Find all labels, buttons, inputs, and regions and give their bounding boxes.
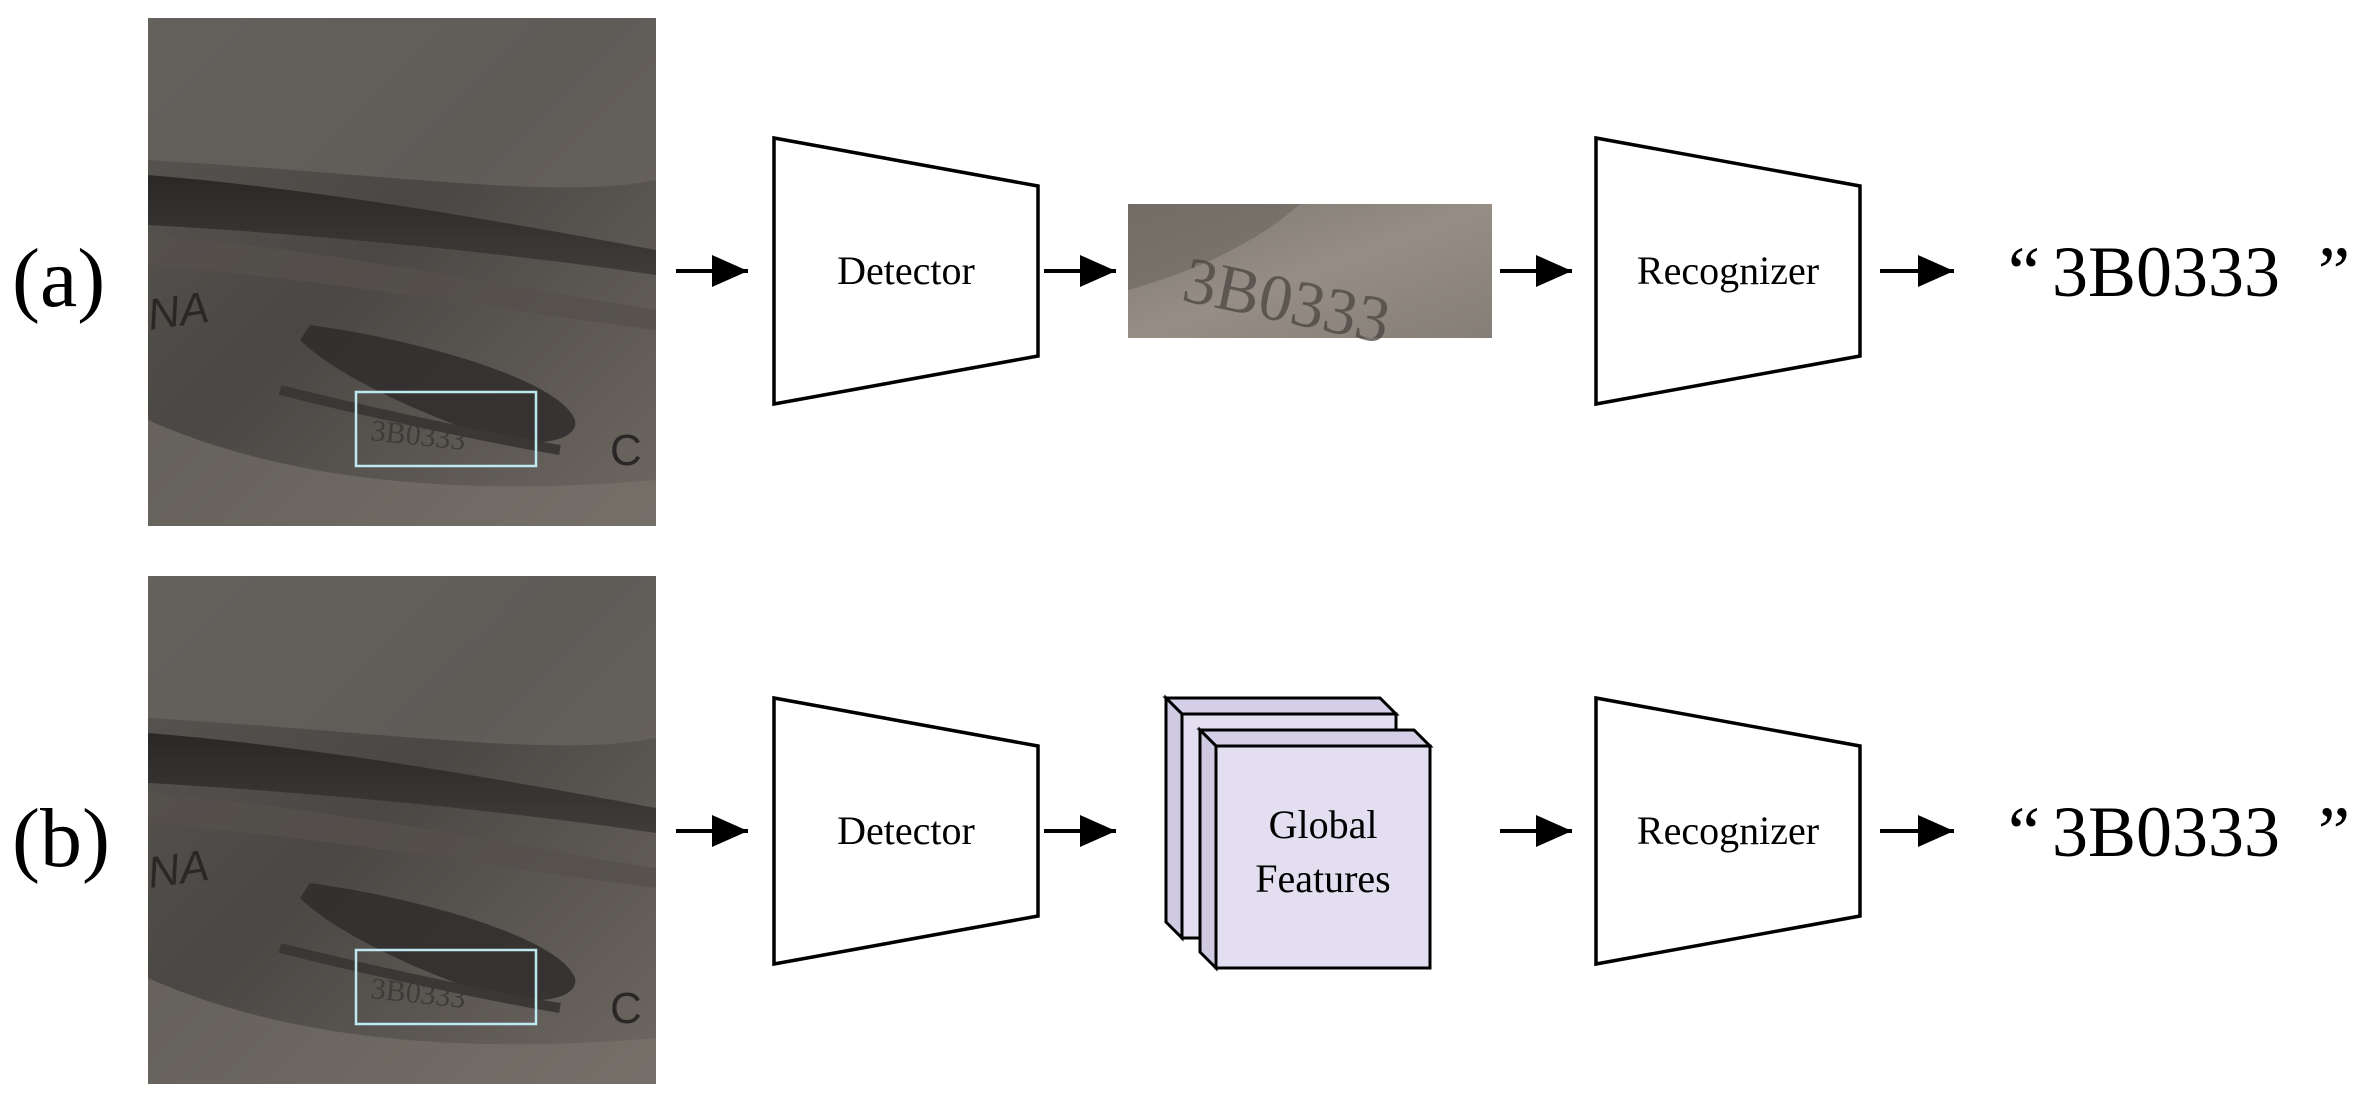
detector-label-b: Detector xyxy=(837,808,975,853)
output-a: “ 3B0333 ” xyxy=(2008,232,2350,312)
recognizer-a: Recognizer xyxy=(1594,135,1862,407)
detector-a: Detector xyxy=(772,135,1040,407)
output-close-quote-b: ” xyxy=(2318,792,2350,872)
features-label-line2: Features xyxy=(1255,856,1391,901)
svg-text:C: C xyxy=(610,984,642,1033)
cropped-text-region-a: 3B0333 xyxy=(1128,204,1492,358)
bbox-a xyxy=(354,390,538,468)
recognizer-label-b: Recognizer xyxy=(1637,808,1819,853)
row-label-a: (a) xyxy=(12,232,105,325)
output-text-a: 3B0333 xyxy=(2052,232,2280,312)
input-photo-b: NA C 3B0333 xyxy=(145,576,656,1084)
output-open-quote-a: “ xyxy=(2008,232,2040,312)
bbox-b xyxy=(354,948,538,1026)
row-b: (b) NA C 3B0333 Detector xyxy=(12,576,2350,1084)
output-close-quote-a: ” xyxy=(2318,232,2350,312)
features-label-line1: Global xyxy=(1269,802,1378,847)
input-photo-a: NA C 3B0333 xyxy=(145,18,656,526)
detector-b: Detector xyxy=(772,695,1040,967)
row-label-b: (b) xyxy=(12,792,110,885)
detector-label-a: Detector xyxy=(837,248,975,293)
output-b: “ 3B0333 ” xyxy=(2008,792,2350,872)
svg-text:NA: NA xyxy=(145,283,212,340)
global-features-block: Global Features xyxy=(1162,694,1434,972)
output-text-b: 3B0333 xyxy=(2052,792,2280,872)
svg-text:NA: NA xyxy=(145,841,212,898)
svg-text:C: C xyxy=(610,426,642,475)
row-a: (a) NA C 3B0333 Detector 3B0333 xyxy=(12,18,2350,526)
recognizer-label-a: Recognizer xyxy=(1637,248,1819,293)
recognizer-b: Recognizer xyxy=(1594,695,1862,967)
output-open-quote-b: “ xyxy=(2008,792,2040,872)
